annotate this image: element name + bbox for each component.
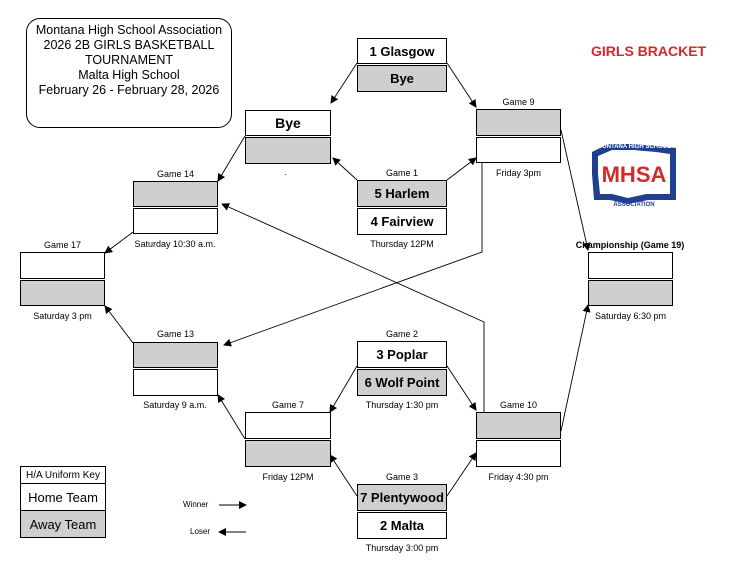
connector <box>446 157 477 181</box>
game-label: Championship (Game 19) <box>575 240 685 250</box>
team-slot-home <box>245 412 331 439</box>
game-label: Game 13 <box>156 329 195 339</box>
winner-legend-label: Winner <box>183 500 209 509</box>
connector <box>104 305 134 344</box>
game-time: Thursday 12PM <box>370 239 434 249</box>
game-label: Game 17 <box>43 240 82 250</box>
uniform-key: H/A Uniform Key Home Team Away Team <box>20 466 106 538</box>
game-time: Friday 3pm <box>495 168 541 178</box>
team-slot-away: 7 Plentywood <box>357 484 447 511</box>
connector <box>329 365 358 413</box>
game-time: Friday 12PM <box>262 472 314 482</box>
game-label: Game 1 <box>385 168 418 178</box>
connector <box>221 203 485 413</box>
team-slot-away: 5 Harlem <box>357 180 447 207</box>
team-slot-home: Bye <box>245 110 331 136</box>
team-slot-home <box>588 252 673 279</box>
uniform-key-home: Home Team <box>20 484 106 511</box>
team-slot-away <box>476 412 561 439</box>
team-slot-away <box>133 181 218 207</box>
team-slot-home <box>20 252 105 279</box>
team-slot-away <box>245 137 331 164</box>
logo-top-text: MONTANA HIGH SCHOOL <box>597 144 671 150</box>
game-time: Saturday 6:30 pm <box>594 311 667 321</box>
mhsa-logo-icon: MONTANA HIGH SCHOOL MHSA ASSOCIATION <box>592 144 676 208</box>
title-line: TOURNAMENT <box>85 53 173 67</box>
team-slot-home <box>133 369 218 396</box>
team-slot-away <box>476 109 561 136</box>
connector <box>329 454 358 497</box>
connector <box>217 135 246 182</box>
title-line: 2026 2B GIRLS BASKETBALL <box>43 38 215 52</box>
team-slot-away: Bye <box>357 65 447 92</box>
loser-legend-label: Loser <box>190 527 211 536</box>
team-slot-away <box>245 440 331 467</box>
uniform-key-header: H/A Uniform Key <box>20 466 106 484</box>
bye-note: . <box>284 167 287 177</box>
team-slot-away <box>133 342 218 368</box>
connector <box>104 231 134 254</box>
game-label: Game 2 <box>385 329 418 339</box>
team-slot-away: 6 Wolf Point <box>357 369 447 396</box>
team-slot-home: 4 Fairview <box>357 208 447 235</box>
team-slot-home <box>476 440 561 467</box>
game-label: Game 14 <box>156 169 195 179</box>
team-slot-away <box>588 280 673 306</box>
title-line: February 26 - February 28, 2026 <box>38 83 220 97</box>
tournament-info-box: Montana High School Association 2026 2B … <box>26 18 232 128</box>
game-time: Saturday 3 pm <box>33 311 92 321</box>
team-slot-home: 1 Glasgow <box>357 38 447 64</box>
connector <box>446 62 477 108</box>
connector <box>223 148 483 347</box>
game-label: Game 3 <box>385 472 418 482</box>
team-slot-away <box>20 280 105 306</box>
bracket-title: GIRLS BRACKET <box>591 43 707 59</box>
connector <box>446 452 477 497</box>
team-slot-home <box>476 137 561 163</box>
uniform-key-away: Away Team <box>20 511 106 538</box>
game-time: Saturday 10:30 a.m. <box>134 239 216 249</box>
logo-bottom-text: ASSOCIATION <box>613 202 654 208</box>
logo-main-text: MHSA <box>602 162 667 187</box>
game-time: Friday 4:30 pm <box>488 472 549 482</box>
connector <box>332 157 358 181</box>
connector <box>560 304 591 432</box>
team-slot-home: 3 Poplar <box>357 341 447 368</box>
connector <box>560 129 591 251</box>
montana-inner <box>598 150 670 198</box>
game-label: Game 7 <box>271 400 304 410</box>
connector <box>330 62 358 104</box>
title-line: Malta High School <box>78 68 180 82</box>
game-label: Game 10 <box>499 400 538 410</box>
game-label: Game 9 <box>502 97 535 107</box>
connector <box>217 394 246 440</box>
game-time: Saturday 9 a.m. <box>143 400 207 410</box>
team-slot-home <box>133 208 218 234</box>
title-line: Montana High School Association <box>35 23 223 37</box>
connector <box>446 365 477 411</box>
team-slot-home: 2 Malta <box>357 512 447 539</box>
game-time: Thursday 1:30 pm <box>365 400 439 410</box>
game-time: Thursday 3:00 pm <box>365 543 439 553</box>
